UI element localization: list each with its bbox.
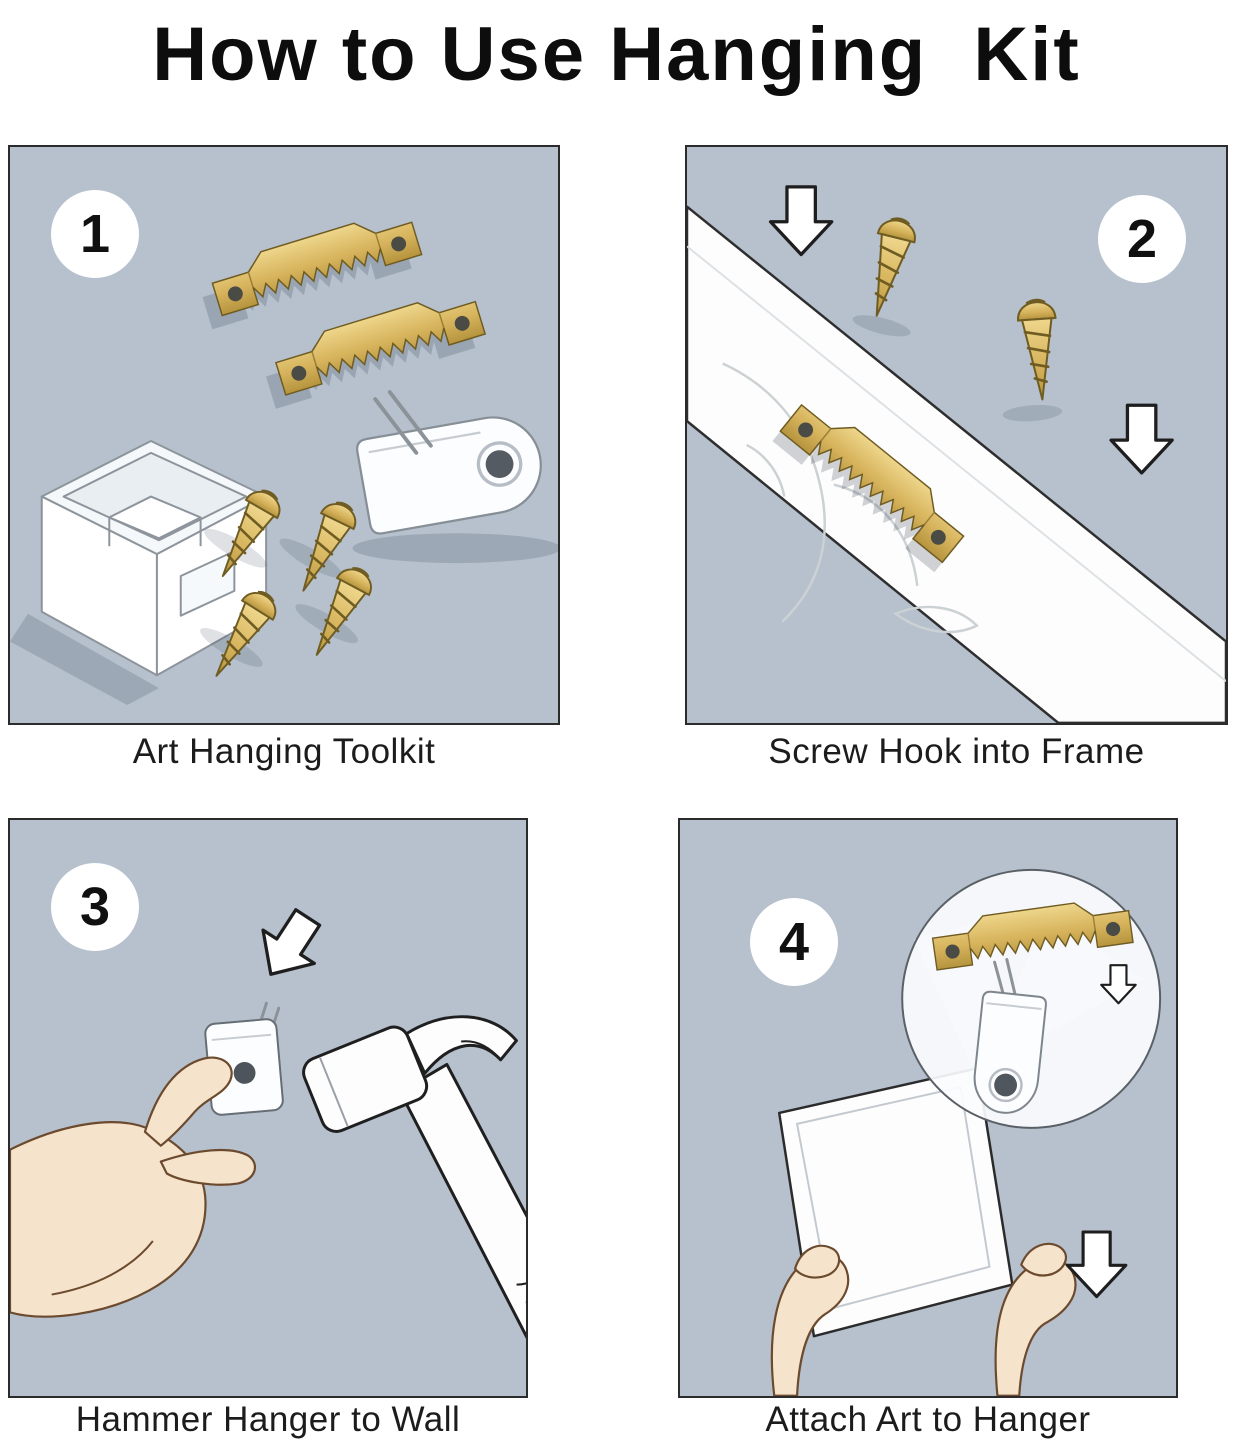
page-title: How to Use Hanging Kit xyxy=(152,12,1081,97)
screw-shadow xyxy=(1002,404,1063,422)
hand-icon xyxy=(994,1242,1077,1396)
hammer-illustration xyxy=(10,899,526,1348)
down-arrow-icon xyxy=(768,185,834,257)
step-caption: Screw Hook into Frame xyxy=(768,732,1145,771)
hook-hanger-icon xyxy=(356,390,542,535)
wood-grain-lines xyxy=(687,245,1226,682)
step-number-badge: 2 xyxy=(1098,195,1186,283)
screw-icon xyxy=(1015,297,1063,403)
box-shadow xyxy=(10,613,159,706)
attach-art-illustration xyxy=(770,868,1162,1396)
step-number-badge: 3 xyxy=(51,863,139,951)
hook-hanger-icon xyxy=(973,957,1047,1114)
step-caption: Art Hanging Toolkit xyxy=(132,732,436,771)
hand-icon xyxy=(770,1244,850,1396)
screw-shadow xyxy=(279,538,343,578)
down-arrow-icon xyxy=(1109,403,1174,475)
step-number-badge: 4 xyxy=(750,898,838,986)
step-panel-2: 2 xyxy=(685,145,1228,725)
hook-shadow xyxy=(352,533,558,564)
hook-hanger-icon xyxy=(204,1001,284,1116)
sawtooth-hanger-icon xyxy=(779,391,975,564)
toolkit-illustration xyxy=(10,206,558,706)
hand-icon xyxy=(10,1056,257,1318)
screw-shadow xyxy=(852,315,911,337)
sawtooth-hanger-icon xyxy=(929,895,1134,971)
step-panel-3: 3 xyxy=(8,818,528,1398)
step-caption: Hammer Hanger to Wall xyxy=(75,1400,461,1439)
step-number-badge: 1 xyxy=(51,190,139,278)
step-panel-4: 4 xyxy=(678,818,1178,1398)
down-arrow-icon xyxy=(243,899,335,993)
step-panel-1: 1 xyxy=(8,145,560,725)
magnifier-circle xyxy=(901,868,1162,1129)
sawtooth-hanger-icon xyxy=(206,206,423,317)
sawtooth-hanger-icon xyxy=(270,285,486,396)
screw-into-frame-illustration xyxy=(687,185,1226,723)
hammer-icon xyxy=(302,1015,526,1348)
step-caption: Attach Art to Hanger xyxy=(765,1400,1091,1439)
screw-icon xyxy=(857,213,921,322)
